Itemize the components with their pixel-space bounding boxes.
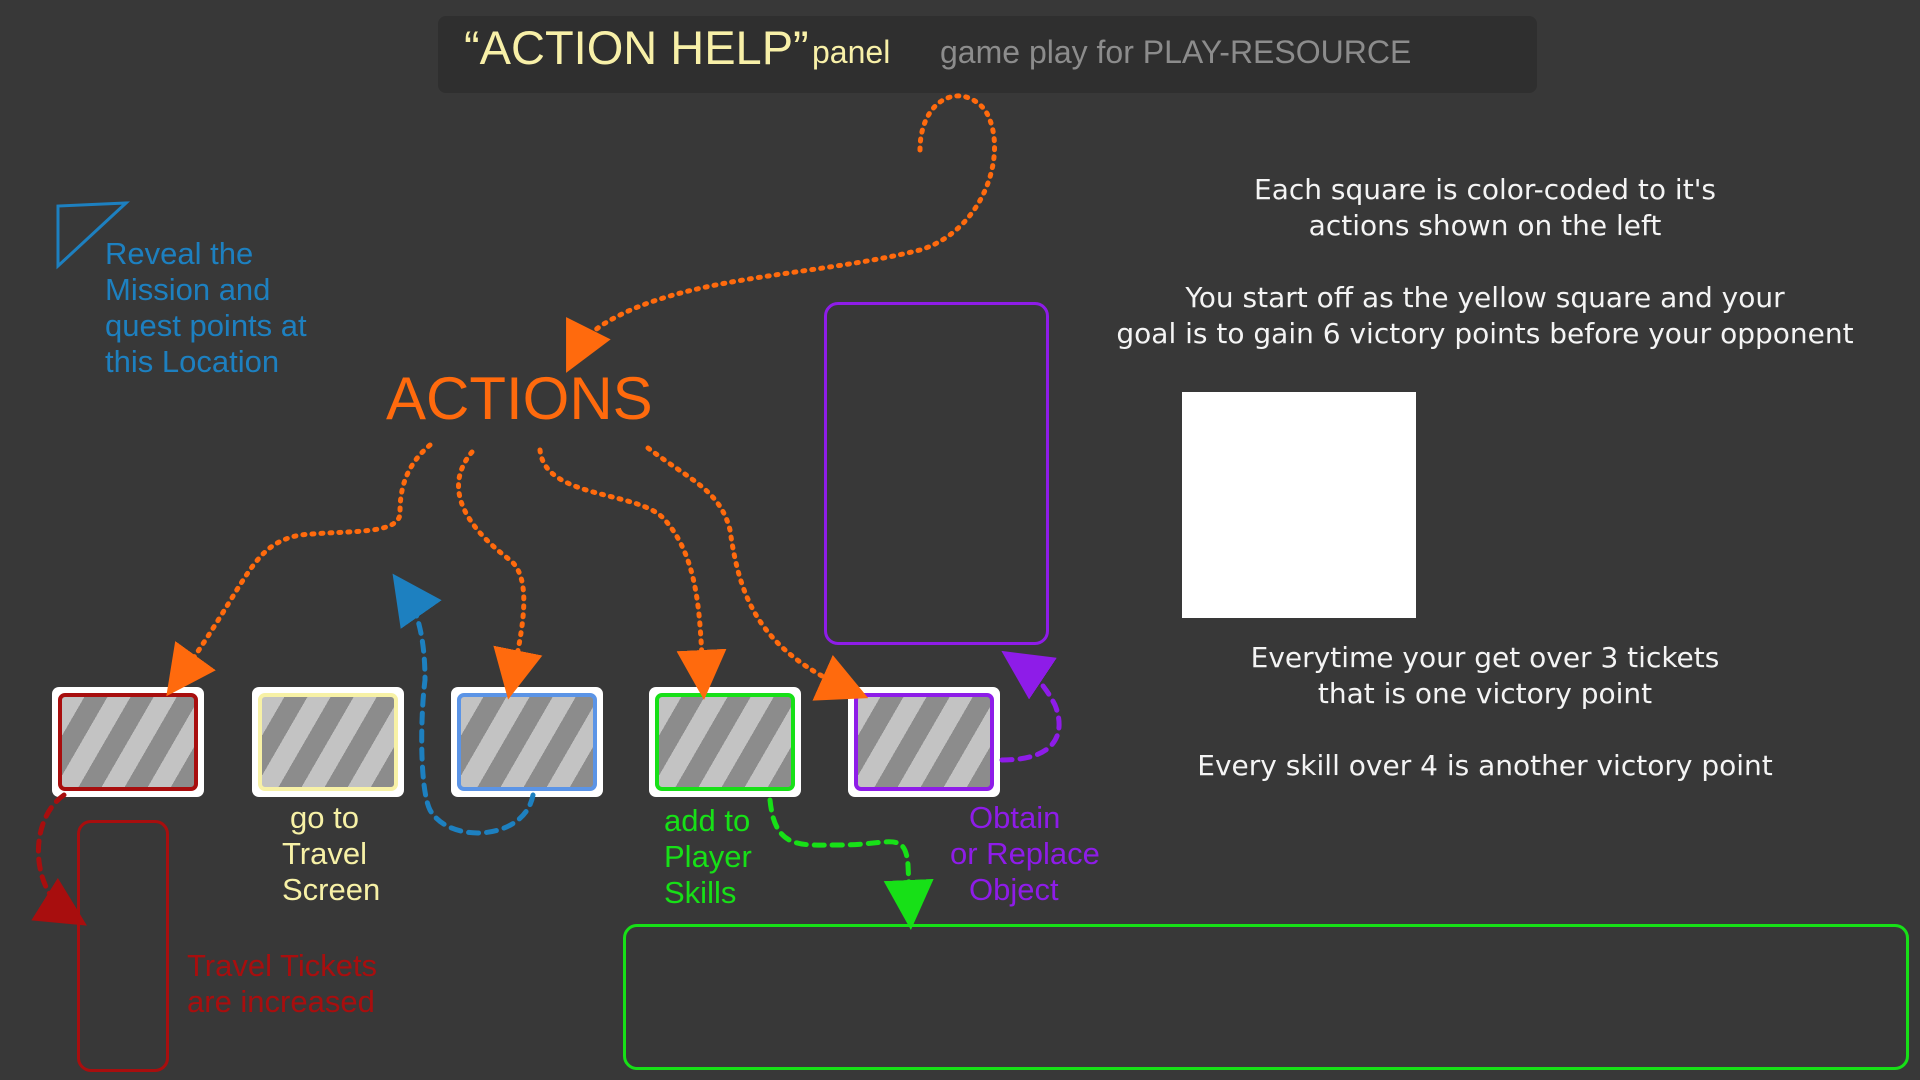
arrow-green-to-skills	[767, 797, 934, 930]
header-title: “ACTION HELP”	[464, 21, 809, 74]
red-tile-stripes	[58, 693, 198, 791]
header-subtitle: game play for PLAY-RESOURCE	[940, 34, 1412, 70]
object-label-3: Object	[969, 872, 1059, 907]
header-panel	[438, 16, 1537, 93]
travel-label-2: Travel	[282, 836, 367, 871]
yellow-action-tile[interactable]	[252, 687, 404, 797]
info-line-6: that is one victory point	[1317, 677, 1653, 710]
arrow-red-to-tickets	[31, 792, 87, 926]
tickets-label-2: are increased	[187, 984, 375, 1019]
info-line-5: Everytime your get over 3 tickets	[1250, 641, 1720, 674]
yellow-player-square-preview	[1182, 392, 1416, 618]
red-action-tile[interactable]	[52, 687, 204, 797]
green-action-tile[interactable]	[649, 687, 801, 797]
arrow-actions-to-blue-tile	[456, 449, 543, 700]
travel-label-1: go to	[290, 800, 359, 835]
skills-label-1: add to	[664, 803, 751, 838]
purple-action-tile[interactable]	[848, 687, 1000, 797]
info-line-1: Each square is color-coded to it's	[1254, 173, 1716, 206]
player-skills-box	[623, 924, 1909, 1070]
purple-tile-stripes	[854, 693, 994, 791]
travel-label-3: Screen	[282, 872, 381, 907]
blue-tile-stripes	[457, 693, 597, 791]
yellow-tile-stripes	[258, 693, 398, 791]
skills-label-2: Player	[664, 839, 752, 874]
object-label-1: Obtain	[969, 800, 1061, 835]
arrow-actions-to-green-tile	[537, 447, 727, 700]
info-line-3: You start off as the yellow square and y…	[1185, 281, 1785, 314]
actions-title: ACTIONS	[386, 365, 653, 432]
blue-action-tile[interactable]	[451, 687, 603, 797]
object-slot-box	[824, 302, 1049, 645]
skills-label-3: Skills	[664, 875, 737, 910]
green-tile-stripes	[655, 693, 795, 791]
arrow-actions-to-purple-tile	[645, 445, 869, 701]
reveal-note: Reveal the Mission and quest points at t…	[105, 236, 307, 379]
object-label-2: or Replace	[950, 836, 1100, 871]
info-line-4: goal is to gain 6 victory points before …	[1116, 317, 1854, 350]
travel-tickets-box	[77, 820, 169, 1072]
info-line-7: Every skill over 4 is another victory po…	[1197, 749, 1773, 782]
tickets-label-1: Travel Tickets	[187, 948, 378, 983]
info-line-2: actions shown on the left	[1308, 209, 1662, 242]
arrow-actions-to-red-tile	[166, 442, 433, 697]
header-panel-word: panel	[812, 34, 891, 70]
arrow-purple-to-object	[999, 650, 1062, 763]
